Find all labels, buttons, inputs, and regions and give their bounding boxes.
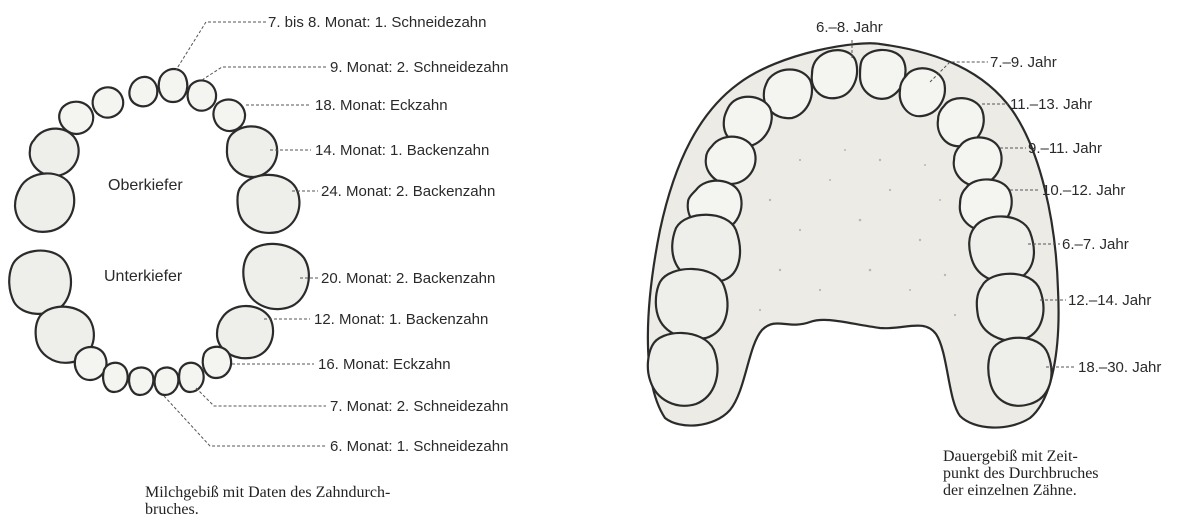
eruption-label: 18. Monat: Eckzahn — [315, 97, 448, 114]
second-molar-right — [977, 274, 1044, 341]
lower-central-incisor-left — [129, 367, 153, 395]
eruption-label: 9.–11. Jahr — [1028, 140, 1102, 157]
lower-second-molar-right — [243, 244, 309, 309]
lower-lateral-incisor-left — [103, 363, 128, 392]
lower-jaw-label: Unterkiefer — [104, 268, 183, 285]
central-incisor-left — [812, 50, 857, 98]
leader-line — [176, 22, 266, 70]
upper-central-incisor-left — [129, 77, 157, 106]
eruption-label: 7.–9. Jahr — [990, 54, 1057, 71]
eruption-label: 24. Monat: 2. Backenzahn — [321, 183, 495, 200]
lower-central-incisor-right — [155, 367, 179, 395]
eruption-label: 6.–7. Jahr — [1062, 236, 1129, 253]
upper-second-molar-right — [237, 175, 299, 233]
central-incisor-right — [860, 50, 906, 99]
eruption-label: 12.–14. Jahr — [1068, 292, 1151, 309]
upper-arch — [15, 69, 299, 233]
first-premolar-right — [954, 137, 1002, 186]
eruption-label: 16. Monat: Eckzahn — [318, 356, 451, 373]
eruption-label: 10.–12. Jahr — [1042, 182, 1125, 199]
upper-jaw-label: Oberkiefer — [108, 177, 183, 194]
lower-canine-left — [75, 347, 107, 380]
eruption-label: 7. bis 8. Monat: 1. Schneidezahn — [268, 14, 486, 31]
leader-line — [164, 396, 326, 446]
lower-second-molar-left — [9, 251, 71, 314]
eruption-label: 12. Monat: 1. Backenzahn — [314, 311, 488, 328]
third-molar-left — [648, 333, 718, 406]
leader-line — [196, 388, 326, 406]
eruption-label: 6. Monat: 1. Schneidezahn — [330, 438, 508, 455]
upper-central-incisor-right — [159, 69, 187, 102]
lower-lateral-incisor-right — [179, 363, 204, 392]
first-premolar-left — [706, 137, 756, 184]
eruption-label: 7. Monat: 2. Schneidezahn — [330, 398, 508, 415]
eruption-label: 18.–30. Jahr — [1078, 359, 1161, 376]
lateral-incisor-right — [900, 68, 945, 116]
upper-lateral-incisor-right — [188, 80, 216, 110]
upper-canine-right — [213, 99, 245, 131]
primary-dentition-caption: Milchgebiß mit Daten des Zahndurch- bruc… — [145, 484, 525, 518]
primary-eruption-labels: 7. bis 8. Monat: 1. Schneidezahn 9. Mona… — [268, 14, 508, 455]
upper-second-molar-left — [15, 173, 74, 231]
upper-first-molar-right — [227, 126, 277, 177]
third-molar-right — [988, 338, 1051, 406]
upper-first-molar-left — [30, 129, 79, 176]
eruption-label: 9. Monat: 2. Schneidezahn — [330, 59, 508, 76]
second-molar-left — [656, 269, 728, 339]
permanent-dentition-caption: Dauergebiß mit Zeit- punkt des Durchbruc… — [943, 448, 1193, 499]
eruption-label: 14. Monat: 1. Backenzahn — [315, 142, 489, 159]
permanent-dentition-diagram: 6.–8. Jahr 7.–9. Jahr 11.–13. Jahr 9.–11… — [648, 19, 1162, 428]
eruption-label: 11.–13. Jahr — [1010, 96, 1092, 113]
primary-dentition-diagram: Oberkiefer Unterkiefer 7. bis 8. Monat: … — [9, 14, 508, 455]
leader-line — [202, 67, 326, 80]
lower-canine-right — [203, 347, 231, 378]
lower-arch — [9, 244, 309, 395]
upper-lateral-incisor-left — [93, 87, 124, 117]
first-molar-right — [969, 216, 1034, 282]
eruption-label: 20. Monat: 2. Backenzahn — [321, 270, 495, 287]
eruption-label: 6.–8. Jahr — [816, 19, 883, 36]
